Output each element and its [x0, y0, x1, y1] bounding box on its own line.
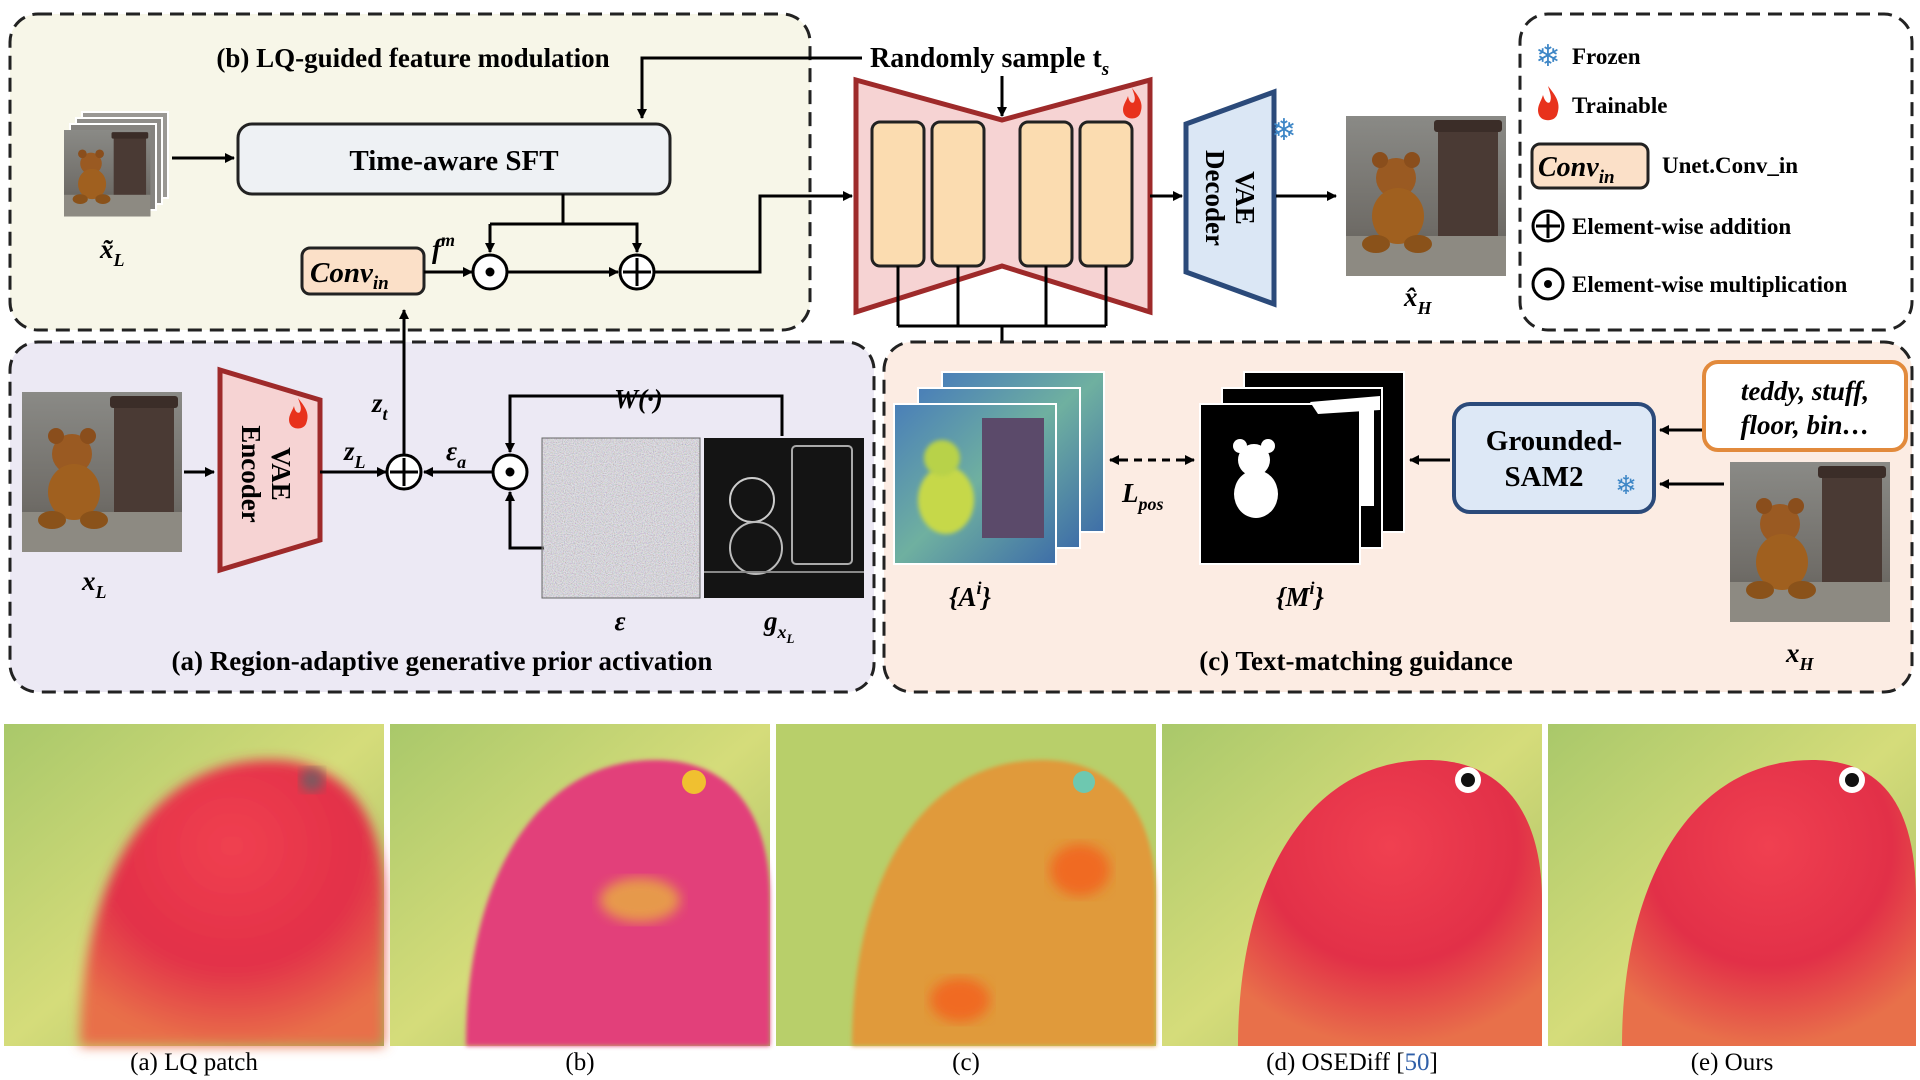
mask-label: {Mi} [1276, 578, 1324, 612]
legend-addition: Element-wise addition [1572, 214, 1791, 239]
lq-input-stack [64, 111, 169, 217]
multiply-op-a-dot-icon [505, 467, 515, 477]
arrow-sample-to-sft [637, 56, 862, 119]
legend-add-icon [1531, 209, 1565, 243]
decoder-snowflake-icon: ❄ [1271, 114, 1296, 147]
caption-ours: (e) Ours [1691, 1049, 1774, 1076]
arrow-sft-to-add [563, 222, 642, 253]
time-aware-sft-box [236, 122, 672, 196]
sam-snowflake-icon: ❄ [1615, 471, 1637, 500]
eps-a-label: εa [446, 436, 466, 472]
center-pipeline: Randomly sample ts VAEDecoder ❄ x̂H [637, 43, 1506, 379]
trainable-flame-icon [1123, 88, 1142, 119]
unet-block-2 [930, 120, 986, 268]
legend: ❄ Frozen Trainable Convin Unet.Conv_in E… [1518, 12, 1914, 332]
legend-multiplication: Element-wise multiplication [1572, 272, 1848, 297]
legend-conv-in-box [1530, 142, 1650, 190]
lq-input-image [22, 392, 182, 552]
sample-label: Randomly sample ts [870, 43, 1109, 80]
legend-frame [1518, 12, 1914, 332]
add-op-a-icon [385, 453, 423, 491]
lq-input-label: x̃L [99, 234, 125, 270]
comparison-row: (a) LQ patch (b) (c) (d) OSEDiff [50] (e… [4, 724, 1916, 1076]
caption-lq: (a) LQ patch [130, 1049, 258, 1076]
comparison-image-c [776, 724, 1156, 1046]
encoder-flame-icon [289, 398, 308, 429]
legend-conv-in-label: Convin [1538, 152, 1615, 188]
arrow-noise-to-mult [505, 491, 544, 550]
text-prompt-box [1702, 360, 1908, 452]
panel-b: (b) LQ-guided feature modulation x̃L Tim… [8, 12, 853, 332]
add-op-icon [618, 253, 656, 291]
loss-label: Lpos [1121, 478, 1164, 514]
attn-label: {Ai} [949, 578, 991, 612]
conv-in-label: Convin [310, 257, 389, 294]
attention-map-stack [893, 371, 1105, 565]
unet-body [853, 76, 1153, 316]
zl-label: zL [343, 436, 366, 472]
gradient-image [704, 438, 864, 598]
grounded-sam2-label: Grounded-SAM2 [1486, 425, 1622, 493]
unet-block-3 [1018, 120, 1074, 268]
output-image [1346, 116, 1506, 276]
hq-image [1730, 462, 1890, 622]
caption-c: (c) [952, 1049, 980, 1076]
legend-trainable: Trainable [1572, 93, 1667, 118]
legend-frozen: Frozen [1572, 44, 1641, 69]
panel-c-title: (c) Text-matching guidance [1199, 646, 1513, 676]
noise-image [542, 438, 700, 598]
comparison-image-ours [1548, 724, 1916, 1046]
multiply-dot-icon [485, 267, 495, 277]
comparison-image-lq [4, 724, 384, 1046]
mask-stack [1199, 371, 1405, 565]
legend-conv-in-desc: Unet.Conv_in [1662, 153, 1798, 178]
zt-label: zt [371, 388, 389, 424]
vae-decoder-label: VAEDecoder [1200, 150, 1260, 246]
hq-label: xH [1785, 638, 1815, 674]
lq-input-label-a: xL [81, 566, 107, 602]
noise-label: ε [614, 606, 625, 636]
time-aware-sft-label: Time-aware SFT [349, 145, 558, 177]
legend-snowflake-icon: ❄ [1535, 40, 1560, 73]
vae-decoder-body [1183, 88, 1277, 308]
panel-a-title: (a) Region-adaptive generative prior act… [172, 646, 713, 676]
legend-multiply-icon [1531, 267, 1565, 301]
grad-label: gxL [763, 606, 795, 646]
caption-osediff: (d) OSEDiff [50] [1266, 1049, 1438, 1076]
text-prompt: teddy, stuff,floor, bin… [1740, 376, 1869, 440]
panel-b-title: (b) LQ-guided feature modulation [216, 43, 609, 73]
panel-c: {Ai} Lpos {Mi} Grounded-SAM2 ❄ teddy, st… [882, 340, 1914, 694]
output-label: x̂H [1403, 282, 1433, 318]
arrow-grad-to-mult [505, 394, 784, 453]
unet-block-4 [1078, 120, 1134, 268]
caption-b: (b) [565, 1049, 594, 1076]
comparison-image-osediff [1162, 724, 1542, 1046]
unet-block-1 [870, 120, 926, 268]
arrow-add-to-unet [654, 191, 853, 274]
legend-flame-icon [1538, 86, 1559, 121]
fm-label: fm [432, 230, 455, 264]
vae-encoder-label: VAEEncoder [236, 425, 296, 523]
grounded-sam2-box [1452, 402, 1656, 514]
comparison-image-b [390, 724, 770, 1046]
w-label: W(·) [614, 384, 663, 414]
panel-a: xL VAEEncoder zL zt εa W(·) ε [8, 309, 876, 694]
